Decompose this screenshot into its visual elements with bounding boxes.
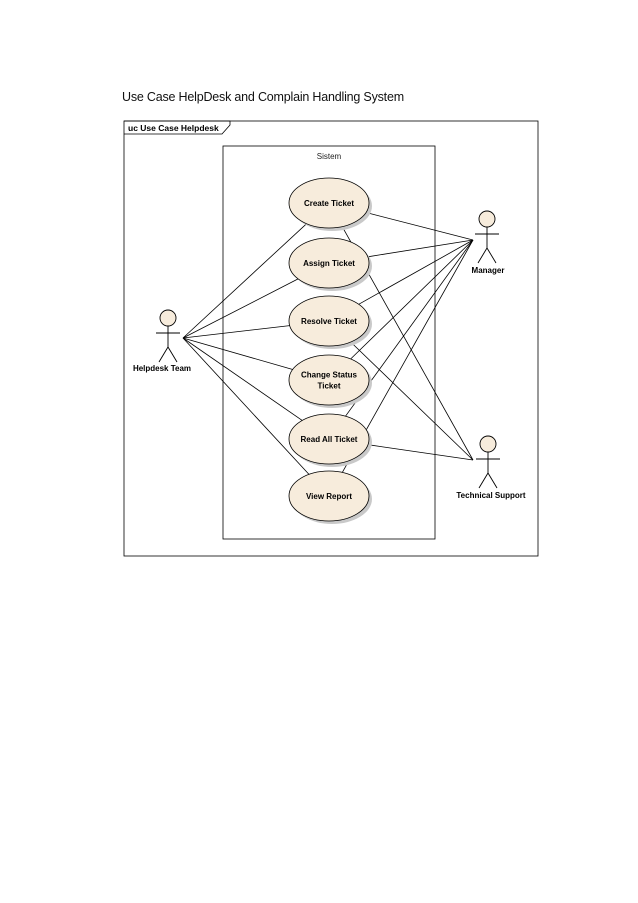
actor-helpdesk[interactable]: Helpdesk Team <box>133 309 191 373</box>
association-manager-assign <box>367 239 474 258</box>
actor-label: Technical Support <box>456 491 526 500</box>
association-support-readall <box>367 444 474 461</box>
actor-right-leg <box>487 472 498 489</box>
use-case-ellipse <box>288 470 370 522</box>
system-label: Sistem <box>317 152 342 161</box>
actor-head <box>159 309 177 327</box>
association-helpdesk-report <box>182 337 310 475</box>
use-case-readall[interactable]: Read All Ticket <box>288 413 372 467</box>
actor-right-leg <box>167 346 178 363</box>
association-helpdesk-readall <box>182 337 303 421</box>
use-case-report[interactable]: View Report <box>288 470 372 524</box>
document-title: Use Case HelpDesk and Complain Handling … <box>122 90 404 104</box>
use-case-label: Change Status <box>301 371 358 380</box>
association-helpdesk-create <box>182 223 307 339</box>
diagram-frame <box>123 120 539 557</box>
actor-label: Manager <box>472 266 505 275</box>
use-case-label: Create Ticket <box>304 199 354 208</box>
frame-tab <box>124 120 231 135</box>
actor-label: Helpdesk Team <box>133 364 191 373</box>
use-case-ellipse <box>288 295 370 347</box>
use-case-label: Resolve Ticket <box>301 317 357 326</box>
use-case-ellipse <box>288 354 370 406</box>
use-case-label: Ticket <box>318 382 341 391</box>
association-manager-create <box>365 212 474 241</box>
use-case-label: Read All Ticket <box>301 435 358 444</box>
system-boundary <box>222 145 436 540</box>
actor-support[interactable]: Technical Support <box>456 435 526 500</box>
association-manager-change <box>350 239 474 360</box>
actor-left-leg <box>478 472 489 489</box>
actor-right-leg <box>486 247 497 264</box>
use-case-create[interactable]: Create Ticket <box>288 177 372 231</box>
use-case-ellipse <box>288 413 370 465</box>
use-case-ellipse <box>288 237 370 289</box>
frame-label: uc Use Case Helpdesk <box>128 123 219 133</box>
use-case-label: View Report <box>306 492 352 501</box>
actor-left-leg <box>158 346 169 363</box>
use-case-label: Assign Ticket <box>303 259 355 268</box>
association-manager-resolve <box>358 239 474 305</box>
association-helpdesk-resolve <box>182 325 290 339</box>
actor-head <box>479 435 497 453</box>
actor-manager[interactable]: Manager <box>472 210 505 275</box>
association-helpdesk-change <box>182 337 293 370</box>
association-support-resolve <box>350 341 474 461</box>
use-case-resolve[interactable]: Resolve Ticket <box>288 295 372 349</box>
use-case-assign[interactable]: Assign Ticket <box>288 237 372 291</box>
use-case-ellipse <box>288 177 370 229</box>
actor-head <box>478 210 496 228</box>
association-helpdesk-assign <box>182 278 299 339</box>
actor-left-leg <box>477 247 488 264</box>
